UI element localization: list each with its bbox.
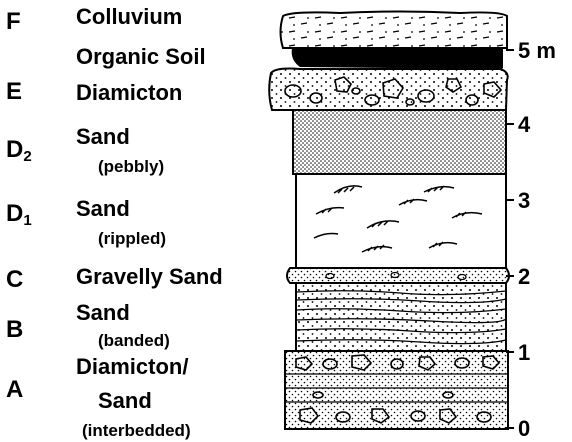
layer-diamicton-sand-interbedded	[285, 351, 508, 429]
scale-label-3: 3	[518, 190, 530, 212]
unit-code-e: E	[6, 80, 22, 104]
layer-sand-banded	[296, 283, 506, 351]
scale-label-2: 2	[518, 266, 530, 288]
unit-name-diamicton-sand: Diamicton/	[76, 356, 188, 378]
unit-code-a: A	[6, 378, 23, 402]
unit-code-b: B	[6, 318, 23, 342]
unit-qualifier-interbedded: (interbedded)	[82, 422, 191, 439]
unit-name-sand-rippled: Sand	[76, 198, 130, 220]
unit-name-sand-pebbly: Sand	[76, 126, 130, 148]
unit-name-colluvium: Colluvium	[76, 6, 182, 28]
unit-qualifier-banded: (banded)	[98, 332, 170, 349]
unit-code-d2: D2	[6, 138, 32, 162]
layer-sand-rippled	[296, 174, 506, 268]
layer-gravelly-sand	[287, 268, 509, 283]
unit-name-diamicton: Diamicton	[76, 82, 182, 104]
unit-qualifier-rippled: (rippled)	[98, 230, 166, 247]
scale-label-0: 0	[518, 418, 530, 440]
scale-label-4: 4	[518, 114, 530, 136]
unit-code-c: C	[6, 268, 23, 292]
unit-name-sand-line2: Sand	[98, 390, 152, 412]
unit-name-sand-banded: Sand	[76, 302, 130, 324]
scale-label-1: 1	[518, 342, 530, 364]
layer-organic-soil	[292, 48, 503, 70]
unit-qualifier-pebbly: (pebbly)	[98, 158, 164, 175]
layer-sand-pebbly	[293, 110, 506, 174]
unit-code-d1: D1	[6, 202, 32, 226]
scale-label-5m: 5 m	[518, 40, 556, 62]
unit-name-gravelly-sand: Gravelly Sand	[76, 266, 223, 288]
unit-name-organic-soil: Organic Soil	[76, 46, 206, 68]
unit-code-f: F	[6, 10, 21, 34]
layer-diamicton-e	[269, 69, 507, 111]
layer-colluvium	[281, 12, 508, 49]
